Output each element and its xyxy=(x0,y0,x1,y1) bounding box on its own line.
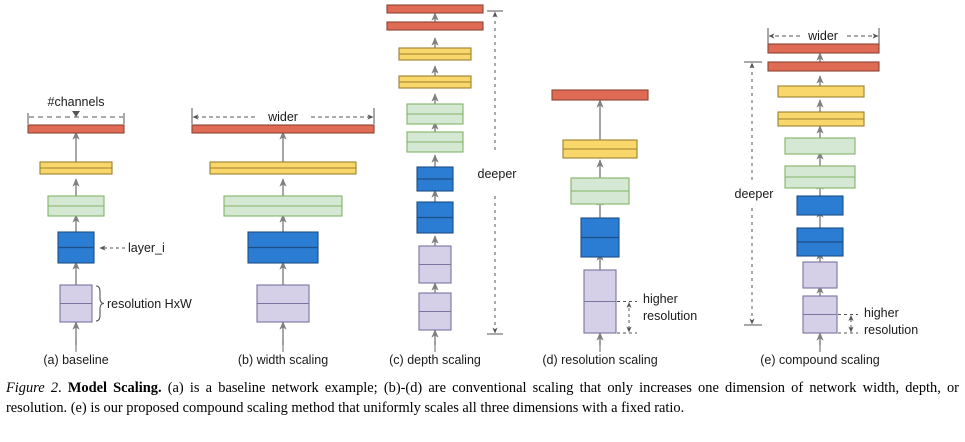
panel-d-higher-resolution-dimension xyxy=(617,301,637,334)
panel-e-label: (e) compound scaling xyxy=(760,353,880,367)
panel-d-block-green xyxy=(570,177,630,205)
panel-b-label: (b) width scaling xyxy=(238,353,328,367)
panel-e-block-red-2 xyxy=(767,43,880,54)
panel-e-higher-resolution-dimension xyxy=(838,314,858,334)
panel-b-wider-label: wider xyxy=(267,110,298,124)
caption-separator: . xyxy=(58,380,68,396)
caption-body: (a) is a baseline network example; (b)-(… xyxy=(6,380,959,416)
panel-c-deeper-dimension xyxy=(487,10,503,335)
panel-a-layer-label: layer_i xyxy=(128,241,165,255)
panel-e-block-green-2 xyxy=(784,137,856,155)
caption-figure-number: Figure 2 xyxy=(6,380,59,396)
panel-d-resolution-label: resolution xyxy=(643,309,697,323)
panel-c-block-green-2 xyxy=(406,103,464,125)
panel-e-block-blue-1 xyxy=(796,227,844,257)
model-scaling-figure: #channels layer_i resolution HxW (a) bas… xyxy=(27,4,918,367)
panel-d-block-blue xyxy=(580,217,620,258)
panel-b-block-blue xyxy=(247,231,319,264)
panel-a-channels-label: #channels xyxy=(48,95,105,109)
panel-e-compound-scaling: wider deeper higher resolution (e) compo… xyxy=(735,28,918,367)
panel-e-wider-label: wider xyxy=(807,29,838,43)
panel-d-block-red xyxy=(551,89,649,101)
panel-e-wider-dimension xyxy=(767,28,880,44)
panel-e-block-blue-2 xyxy=(796,195,844,216)
panel-c-block-red-2 xyxy=(386,4,484,14)
panel-c-deeper-label: deeper xyxy=(478,167,517,181)
panel-c-block-blue-2 xyxy=(416,166,454,192)
panel-c-block-purple-1 xyxy=(418,292,452,331)
panel-b-wider-dimension xyxy=(191,108,375,124)
panel-a-label: (a) baseline xyxy=(43,353,108,367)
panel-a-baseline: #channels layer_i resolution HxW (a) bas… xyxy=(27,95,192,367)
panel-e-block-purple-1 xyxy=(802,295,838,334)
caption-title: Model Scaling. xyxy=(67,380,162,396)
panel-c-block-purple-2 xyxy=(418,245,452,284)
panel-c-block-blue-1 xyxy=(416,201,454,234)
figure-caption: Figure 2. Model Scaling. (a) is a baseli… xyxy=(6,378,959,418)
panel-a-resolution-label: resolution HxW xyxy=(107,297,192,311)
panel-a-block-red xyxy=(27,124,125,134)
panel-e-deeper-label: deeper xyxy=(735,187,774,201)
panel-a-resolution-brace xyxy=(95,285,105,322)
panel-a-block-purple xyxy=(59,284,93,323)
panel-b-width-scaling: wider (b) width scaling xyxy=(191,108,375,367)
panel-a-block-blue xyxy=(57,231,95,264)
panel-d-block-yellow xyxy=(562,139,638,159)
panel-e-higher-label: higher xyxy=(864,306,899,320)
panel-d-label: (d) resolution scaling xyxy=(542,353,657,367)
panel-b-block-yellow xyxy=(209,161,357,175)
panel-e-block-yellow-2 xyxy=(777,85,865,98)
panel-c-block-red-1 xyxy=(386,21,484,31)
panel-a-channels-dimension xyxy=(27,111,125,124)
panel-d-block-purple xyxy=(583,269,617,334)
panel-b-block-purple xyxy=(256,284,310,323)
panel-c-block-green-1 xyxy=(406,131,464,153)
panel-c-label: (c) depth scaling xyxy=(389,353,481,367)
panel-c-block-yellow-2 xyxy=(398,47,472,61)
panel-e-deeper-dimension xyxy=(744,61,762,326)
panel-c-depth-scaling: deeper (c) depth scaling xyxy=(386,4,517,367)
panel-e-resolution-label: resolution xyxy=(864,323,918,337)
panel-d-resolution-scaling: higher resolution (d) resolution scaling xyxy=(542,89,697,367)
panel-a-block-green xyxy=(47,195,105,217)
panel-e-block-purple-2 xyxy=(802,261,838,289)
panel-e-block-green-1 xyxy=(784,165,856,189)
panel-e-block-red-1 xyxy=(767,61,880,72)
panel-b-block-red xyxy=(191,124,375,134)
panel-d-higher-label: higher xyxy=(643,292,678,306)
panel-c-block-yellow-1 xyxy=(398,75,472,89)
panel-b-block-green xyxy=(223,195,343,217)
panel-a-block-yellow xyxy=(39,161,113,175)
panel-e-block-yellow-1 xyxy=(777,111,865,127)
